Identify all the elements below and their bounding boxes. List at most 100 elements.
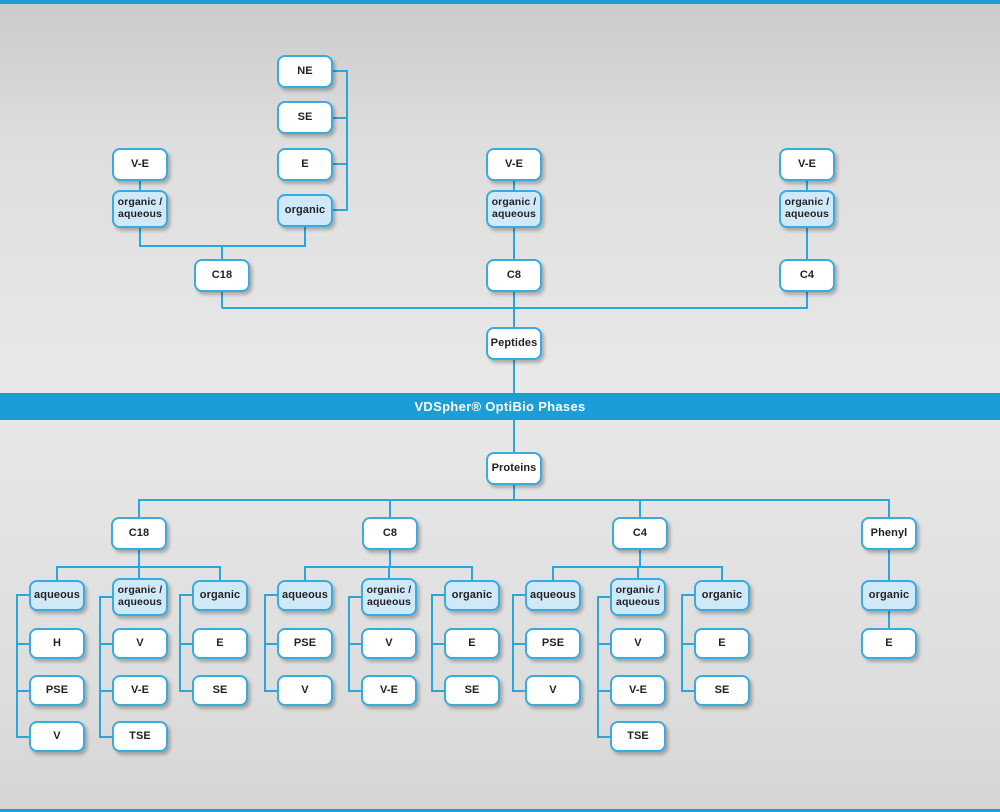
connector-line [512,690,526,692]
connector-line [56,566,58,580]
connector-line [597,690,611,692]
connector-line [304,566,306,580]
top-accent-strip [0,0,1000,4]
connector-line [333,70,348,72]
connector-line [179,643,193,645]
connector-line [139,228,141,246]
connector-line [348,596,361,598]
connector-line [513,181,515,190]
connector-line [389,499,391,517]
proteins-c8-organic-child-node: SE [444,675,500,706]
proteins-c18-aqueous-child-node: H [29,628,85,659]
peptides-ne-node: NE [277,55,333,88]
connector-line [513,292,515,308]
connector-line [264,690,278,692]
peptides-c18-ve-node: V-E [112,148,168,181]
connector-line [639,499,641,517]
proteins-c4-aqueous-child-node: V [525,675,581,706]
connector-line [222,307,808,309]
peptides-c8-organic-aqueous-node: organic / aqueous [486,190,542,228]
proteins-c18-aqueous-child-node: V [29,721,85,752]
connector-line [99,690,113,692]
proteins-c8-aqueous-node: aqueous [277,580,333,611]
connector-line [138,550,140,567]
connector-line [333,209,348,211]
connector-line [681,690,695,692]
proteins-c18-organic-aqueous-node: organic / aqueous [112,578,168,616]
proteins-c4-organic-child-node: SE [694,675,750,706]
proteins-c4-aqueous-child-node: PSE [525,628,581,659]
proteins-root-node: Proteins [486,452,542,485]
connector-line [179,690,193,692]
connector-line [681,594,694,596]
connector-line [348,690,362,692]
proteins-c8-organic-node: organic [444,580,500,611]
connector-line [346,70,348,211]
proteins-c4-organic-aqueous-child-node: V [610,628,666,659]
connector-line [597,596,610,598]
connector-line [513,420,515,452]
proteins-phenyl-organic-node: organic [861,580,917,611]
connector-line [597,736,611,738]
connector-line [888,611,890,628]
connector-line [888,550,890,580]
connector-line [388,566,390,578]
peptides-c18-organic-node: organic [277,194,333,227]
connector-line [513,307,515,327]
connector-line [389,550,391,567]
connector-line [637,566,639,578]
proteins-c18-organic-child-node: E [192,628,248,659]
connector-line [471,566,473,580]
connector-line [16,690,30,692]
connector-line [721,566,723,580]
connector-line [639,550,641,567]
title-banner: VDSpher® OptiBio Phases [0,393,1000,420]
proteins-c4-organic-node: organic [694,580,750,611]
peptides-c8-ve-node: V-E [486,148,542,181]
connector-line [99,643,113,645]
connector-line [221,292,223,308]
connector-line [99,596,101,738]
connector-line [221,245,223,259]
connector-line [139,499,890,501]
banner-title: VDSpher® OptiBio Phases [414,399,586,414]
connector-line [512,643,526,645]
connector-line [431,690,445,692]
connector-line [99,596,112,598]
connector-line [333,163,348,165]
connector-line [888,499,890,517]
proteins-c4-aqueous-node: aqueous [525,580,581,611]
peptides-se-node: SE [277,101,333,134]
proteins-c18-aqueous-node: aqueous [29,580,85,611]
peptides-c18-organic-aqueous-node: organic / aqueous [112,190,168,228]
connector-line [138,499,140,517]
proteins-c8-organic-aqueous-node: organic / aqueous [361,578,417,616]
proteins-c4-organic-aqueous-child-node: V-E [610,675,666,706]
bottom-accent-strip [0,809,1000,812]
proteins-c8-aqueous-child-node: PSE [277,628,333,659]
proteins-c8-aqueous-child-node: V [277,675,333,706]
proteins-c4-node: C4 [612,517,668,550]
connector-line [219,566,221,580]
proteins-c8-node: C8 [362,517,418,550]
connector-line [512,594,525,596]
peptides-c18-node: C18 [194,259,250,292]
connector-line [264,594,277,596]
proteins-phenyl-node: Phenyl [861,517,917,550]
connector-line [16,643,30,645]
proteins-c4-organic-child-node: E [694,628,750,659]
proteins-phenyl-organic-child-node: E [861,628,917,659]
proteins-c8-organic-aqueous-child-node: V-E [361,675,417,706]
connector-line [681,643,695,645]
connector-line [431,594,444,596]
connector-line [179,594,192,596]
connector-line [138,566,140,578]
peptides-c4-organic-aqueous-node: organic / aqueous [779,190,835,228]
connector-line [304,227,306,246]
proteins-c18-organic-aqueous-child-node: V-E [112,675,168,706]
proteins-c4-organic-aqueous-child-node: TSE [610,721,666,752]
proteins-c18-node: C18 [111,517,167,550]
connector-line [513,360,515,393]
connector-line [16,736,30,738]
